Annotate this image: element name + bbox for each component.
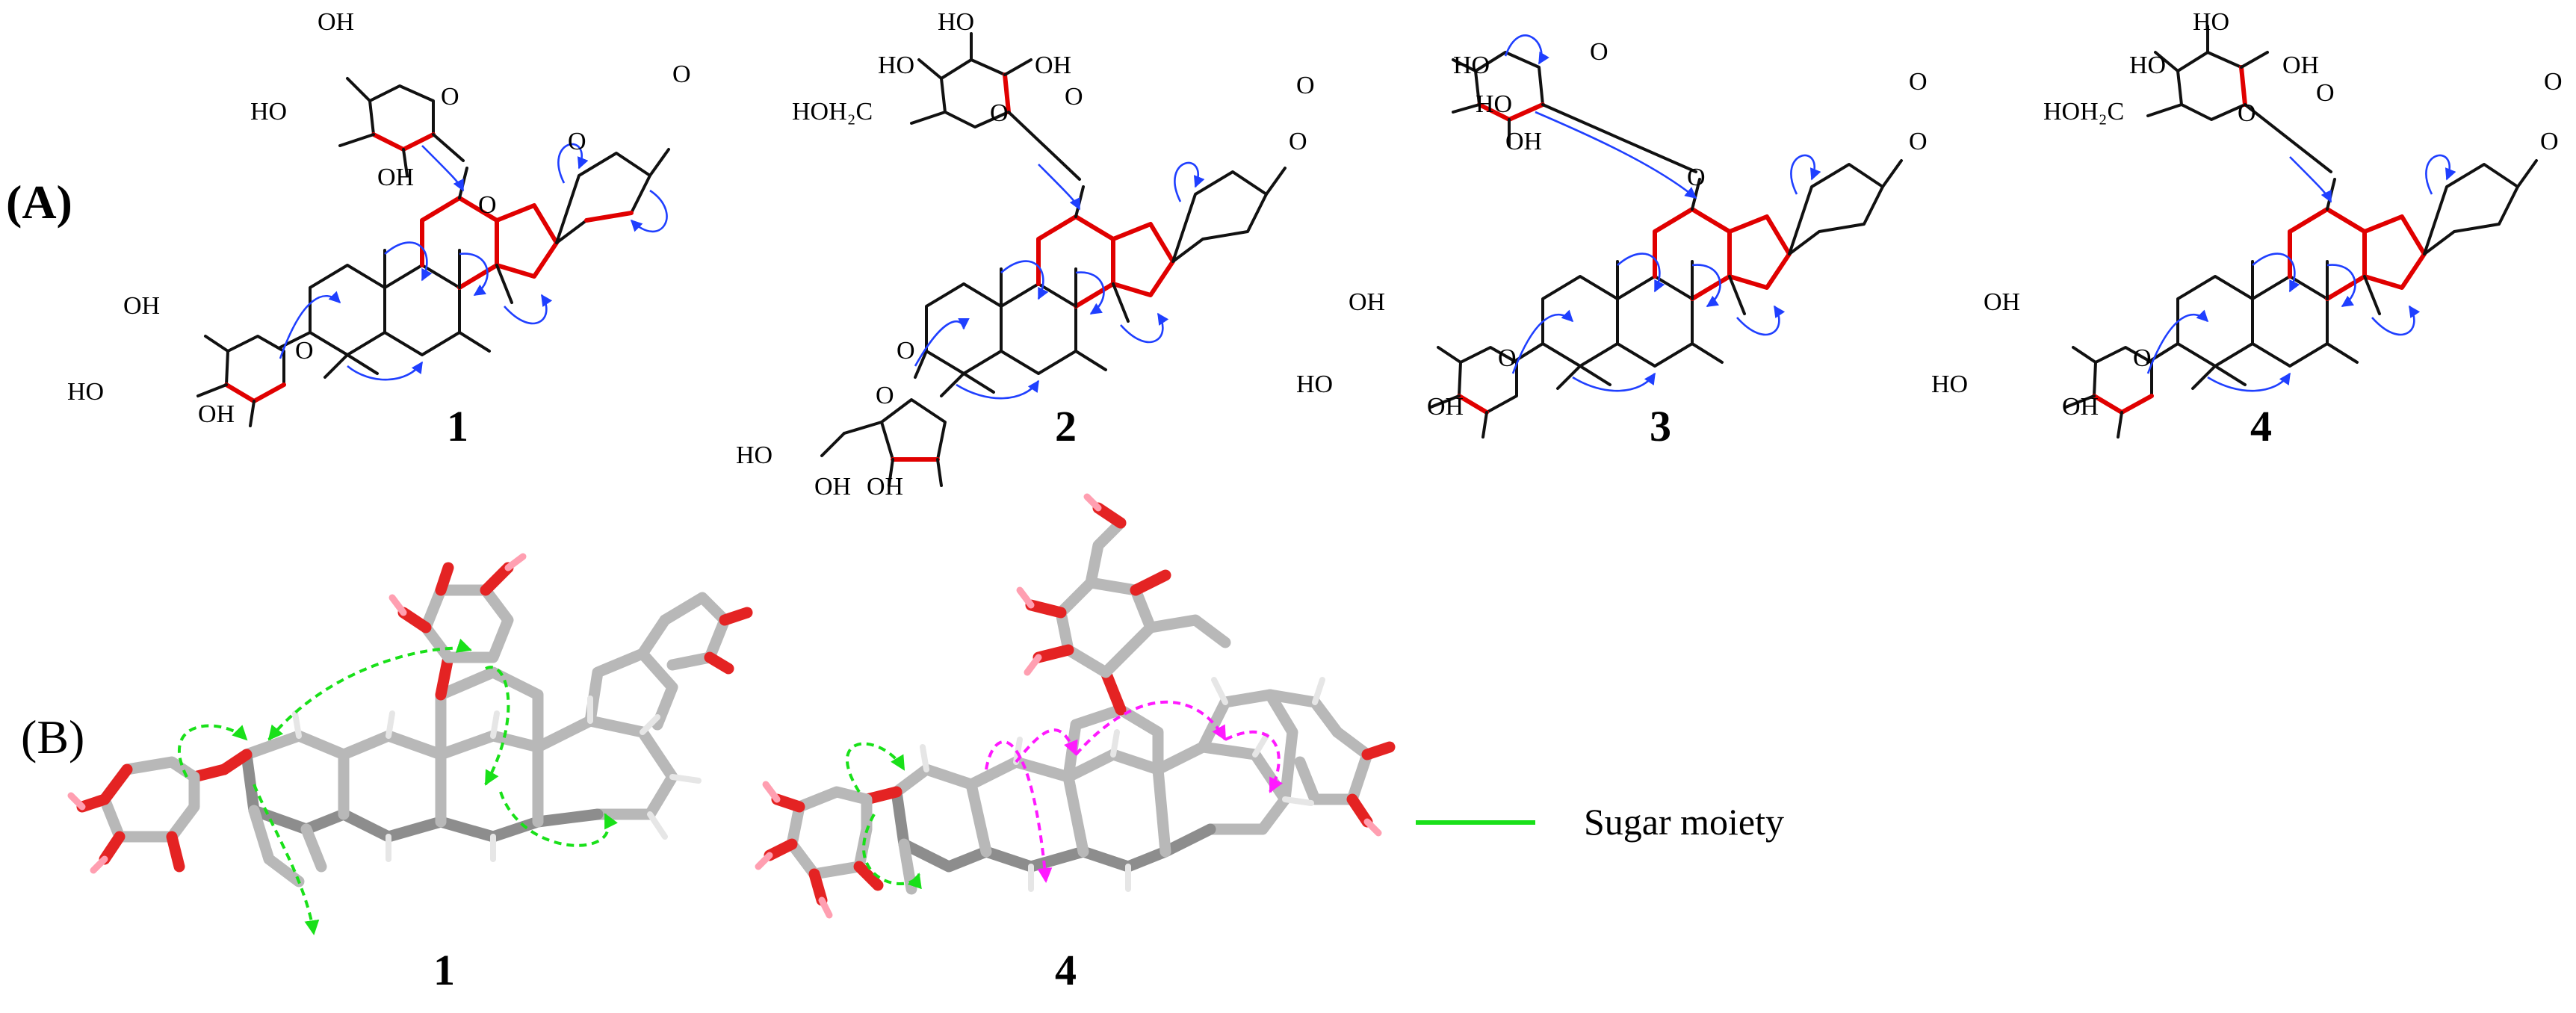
atom-ho: HO (1296, 371, 1333, 398)
atom-hoh2c: HOH₂C (792, 98, 873, 126)
atom-hoh2c: HOH₂C (2043, 98, 2124, 126)
atom-o: O (2540, 128, 2559, 155)
atom-o: O (1909, 68, 1928, 96)
legend-label: Sugar moiety (1584, 801, 1784, 843)
atom-ho: HO (1476, 90, 1512, 118)
atom-o: O (1909, 128, 1928, 155)
atom-ho: HO (250, 98, 287, 126)
atom-o: O (876, 382, 894, 409)
model-4-label: 4 (1055, 946, 1077, 994)
atom-ho: HO (2129, 52, 2166, 79)
atom-o: O (1498, 344, 1517, 372)
atom-o: O (478, 191, 497, 219)
compound-1-structure (196, 77, 670, 427)
atom-o: O (441, 83, 459, 111)
atom-o: O (672, 61, 691, 88)
atom-o: O (1296, 72, 1315, 99)
atom-oh: OH (814, 473, 851, 501)
model-4-3d (755, 493, 1396, 919)
panel-b-label: (B) (21, 710, 84, 763)
compound-1-label: 1 (447, 402, 468, 450)
atom-oh: OH (1984, 288, 2020, 316)
atom-oh: OH (123, 292, 160, 320)
model-1-3d (67, 553, 753, 935)
atom-o: O (295, 337, 314, 365)
atom-oh: OH (1035, 52, 1071, 79)
atom-o: O (1289, 128, 1307, 155)
atom-o: O (897, 337, 915, 365)
atom-oh: OH (1427, 393, 1464, 421)
atom-o: O (1590, 38, 1609, 66)
atom-ho: HO (1453, 52, 1490, 79)
panel-a-label: (A) (6, 176, 72, 229)
atom-o: O (2316, 79, 2335, 107)
compound-4-structure (2064, 25, 2538, 439)
atom-oh: OH (2062, 393, 2099, 421)
atom-oh: OH (2282, 52, 2319, 79)
atom-oh: OH (198, 400, 235, 428)
model-1-label: 1 (433, 946, 455, 994)
atom-ho: HO (938, 8, 974, 36)
atom-o: O (2133, 344, 2152, 372)
atom-o: O (2544, 68, 2563, 96)
atom-oh: OH (318, 8, 354, 36)
compound-3-structure (1429, 34, 1903, 439)
atom-oh: OH (1349, 288, 1385, 316)
atom-o: O (568, 128, 586, 155)
compound-4-label: 4 (2250, 402, 2272, 450)
atom-o: O (1687, 164, 1706, 191)
atom-oh: OH (1505, 128, 1542, 155)
atom-ho: HO (67, 378, 104, 406)
atom-ho: HO (1931, 371, 1968, 398)
atom-o: O (2238, 99, 2256, 127)
atom-ho: HO (2193, 8, 2229, 36)
atom-ho: HO (878, 52, 914, 79)
compound-3-label: 3 (1650, 402, 1671, 450)
compound-2-structure (820, 32, 1287, 487)
atom-oh: OH (867, 473, 903, 501)
legend: Sugar moiety (1416, 801, 1784, 843)
atom-o: O (1065, 83, 1083, 111)
atom-ho: HO (736, 442, 773, 469)
atom-oh: OH (377, 164, 414, 191)
compound-2-label: 2 (1055, 402, 1077, 450)
atom-o: O (990, 99, 1009, 127)
